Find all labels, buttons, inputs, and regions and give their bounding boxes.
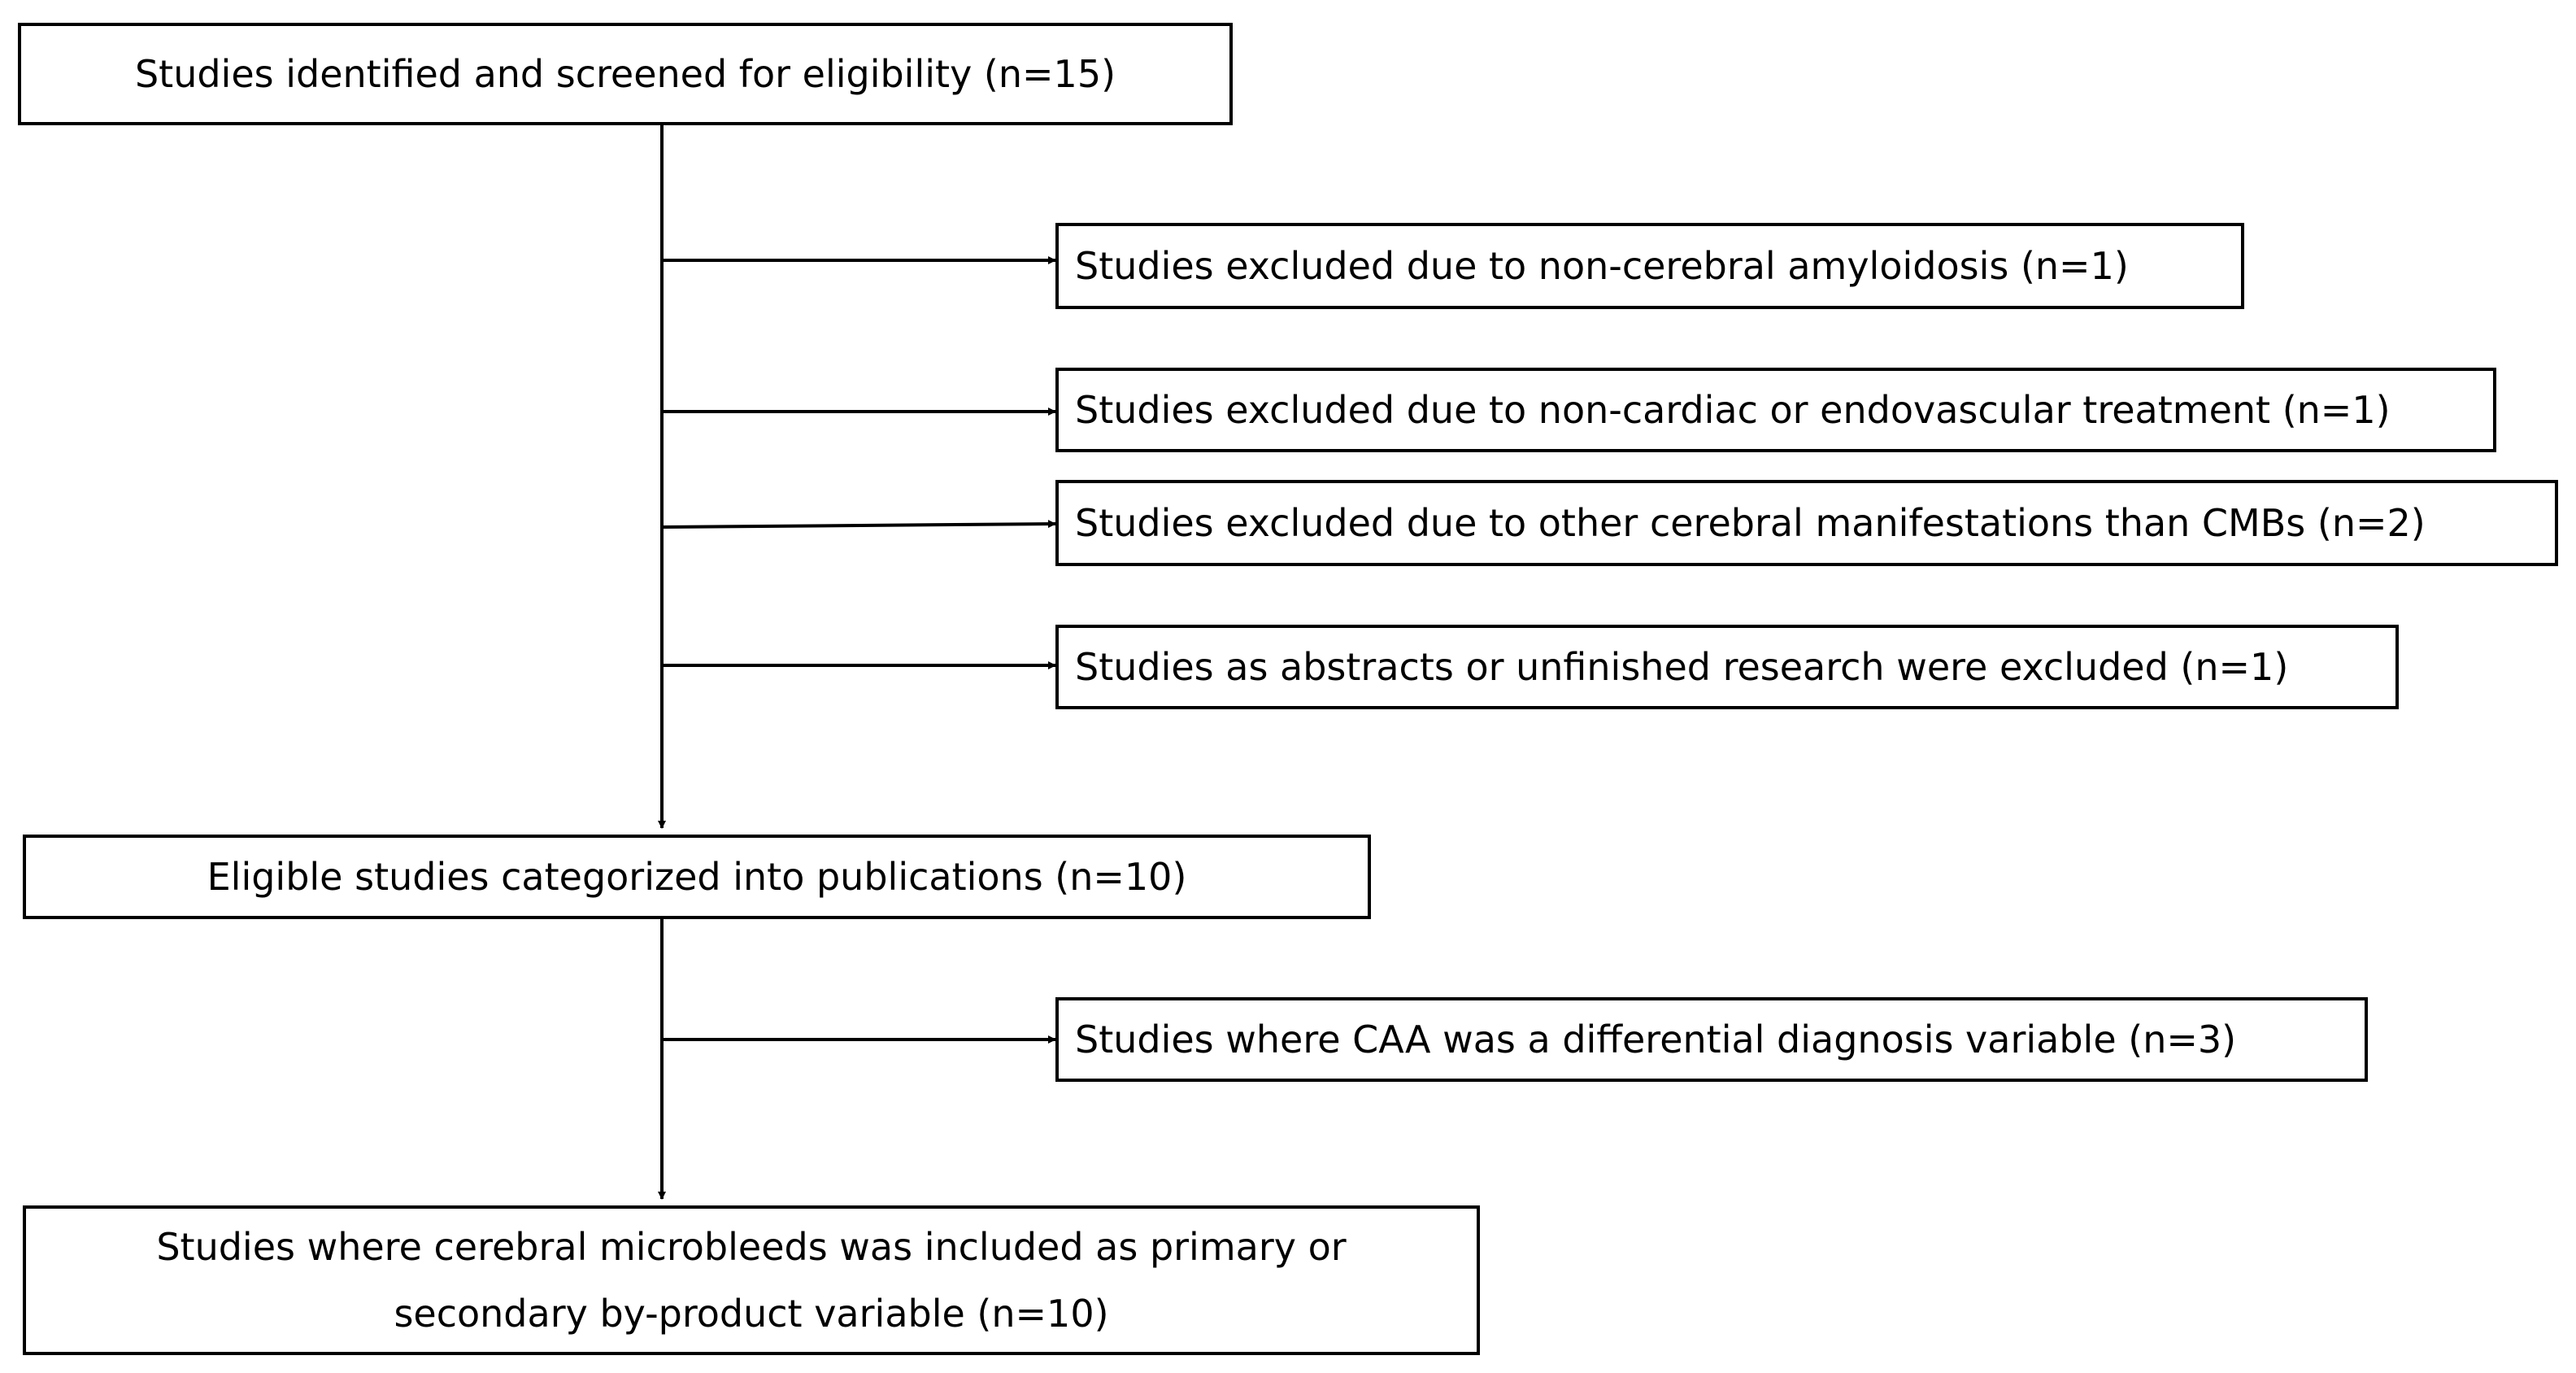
connector-exclusion-3 bbox=[661, 520, 1056, 529]
box-final-text-line1: Studies where cerebral microbleeds was i… bbox=[156, 1225, 1347, 1269]
box-exclusion-3-text: Studies excluded due to other cerebral m… bbox=[1075, 501, 2426, 545]
box-exclusion-4: Studies as abstracts or unfinished resea… bbox=[1055, 625, 2399, 709]
box-eligible-text: Eligible studies categorized into public… bbox=[207, 855, 1187, 899]
box-final-text-line2: secondary by-product variable (n=10) bbox=[394, 1292, 1109, 1336]
box-exclusion-2: Studies excluded due to non-cardiac or e… bbox=[1055, 368, 2496, 452]
box-side-note: Studies where CAA was a differential dia… bbox=[1055, 997, 2368, 1082]
box-exclusion-2-text: Studies excluded due to non-cardiac or e… bbox=[1075, 388, 2391, 432]
box-exclusion-4-text: Studies as abstracts or unfinished resea… bbox=[1075, 645, 2289, 689]
box-exclusion-1-text: Studies excluded due to non-cerebral amy… bbox=[1075, 244, 2129, 288]
box-exclusion-1: Studies excluded due to non-cerebral amy… bbox=[1055, 223, 2244, 309]
box-side-note-text: Studies where CAA was a differential dia… bbox=[1075, 1018, 2237, 1061]
box-exclusion-3: Studies excluded due to other cerebral m… bbox=[1055, 480, 2558, 566]
box-identified: Studies identified and screened for elig… bbox=[18, 23, 1233, 125]
box-final: Studies where cerebral microbleeds was i… bbox=[23, 1205, 1480, 1355]
box-eligible: Eligible studies categorized into public… bbox=[23, 835, 1371, 919]
box-identified-text: Studies identified and screened for elig… bbox=[134, 52, 1116, 96]
